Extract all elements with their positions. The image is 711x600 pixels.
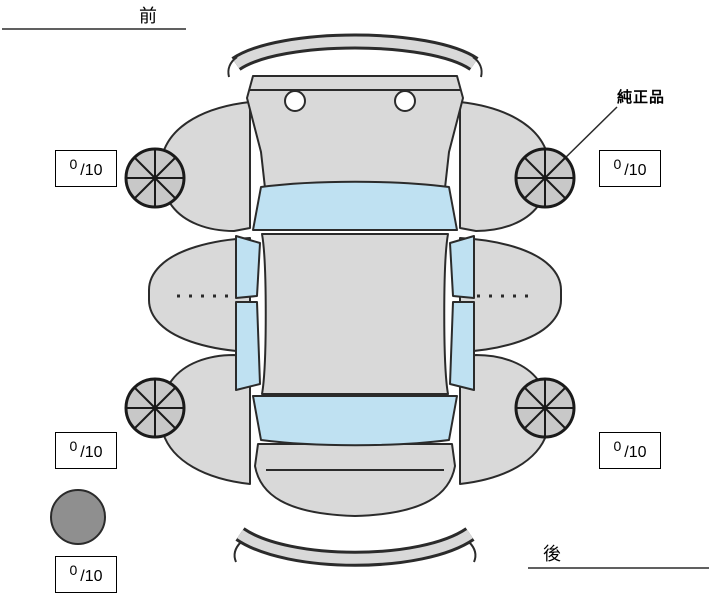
front-bumper-right-end xyxy=(472,56,483,78)
tread-value: 0 xyxy=(613,437,622,454)
guide-lines xyxy=(2,28,709,569)
tread-max: /10 xyxy=(624,443,647,461)
windshield xyxy=(252,180,458,231)
tread-value: 0 xyxy=(69,155,78,172)
front-bumper xyxy=(233,36,477,69)
left-side-glass xyxy=(235,235,261,391)
hood-right-circle xyxy=(394,90,416,112)
front-bumper-left-end xyxy=(227,56,238,78)
tread-depth-front-right: 0/10 xyxy=(599,150,661,187)
tread-depth-spare: 0/10 xyxy=(55,556,117,593)
hood xyxy=(246,75,464,189)
genuine-part-label: 純正品 xyxy=(617,89,666,106)
wheel-front-left xyxy=(124,147,186,209)
left-door-panel xyxy=(148,237,251,353)
front-label: 前 xyxy=(139,6,158,26)
hood-left-circle xyxy=(284,90,306,112)
spare-tire xyxy=(50,489,106,545)
tread-depth-rear-left: 0/10 xyxy=(55,432,117,469)
tread-depth-rear-right: 0/10 xyxy=(599,432,661,469)
roof xyxy=(261,233,449,395)
tread-max: /10 xyxy=(624,161,647,179)
wheel-front-right xyxy=(514,147,576,209)
rear-bumper-right-end xyxy=(468,541,477,563)
tread-value: 0 xyxy=(613,155,622,172)
rear-window xyxy=(252,395,458,447)
tread-max: /10 xyxy=(80,567,103,585)
rear-bumper-left-end xyxy=(233,541,242,563)
rear-left-window xyxy=(235,301,261,391)
tread-depth-front-left: 0/10 xyxy=(55,150,117,187)
genuine-part-pointer-line xyxy=(558,106,618,165)
glass xyxy=(235,180,475,447)
wheel-rear-left xyxy=(124,377,186,439)
wheel-rear-right xyxy=(514,377,576,439)
trunk xyxy=(254,443,456,517)
car-body xyxy=(148,33,562,567)
tread-max: /10 xyxy=(80,161,103,179)
front-left-window xyxy=(235,235,261,299)
right-side-glass xyxy=(449,235,475,391)
tread-value: 0 xyxy=(69,437,78,454)
rear-label: 後 xyxy=(543,544,562,564)
rear-bumper xyxy=(237,529,473,564)
tread-max: /10 xyxy=(80,443,103,461)
tread-value: 0 xyxy=(69,561,78,578)
